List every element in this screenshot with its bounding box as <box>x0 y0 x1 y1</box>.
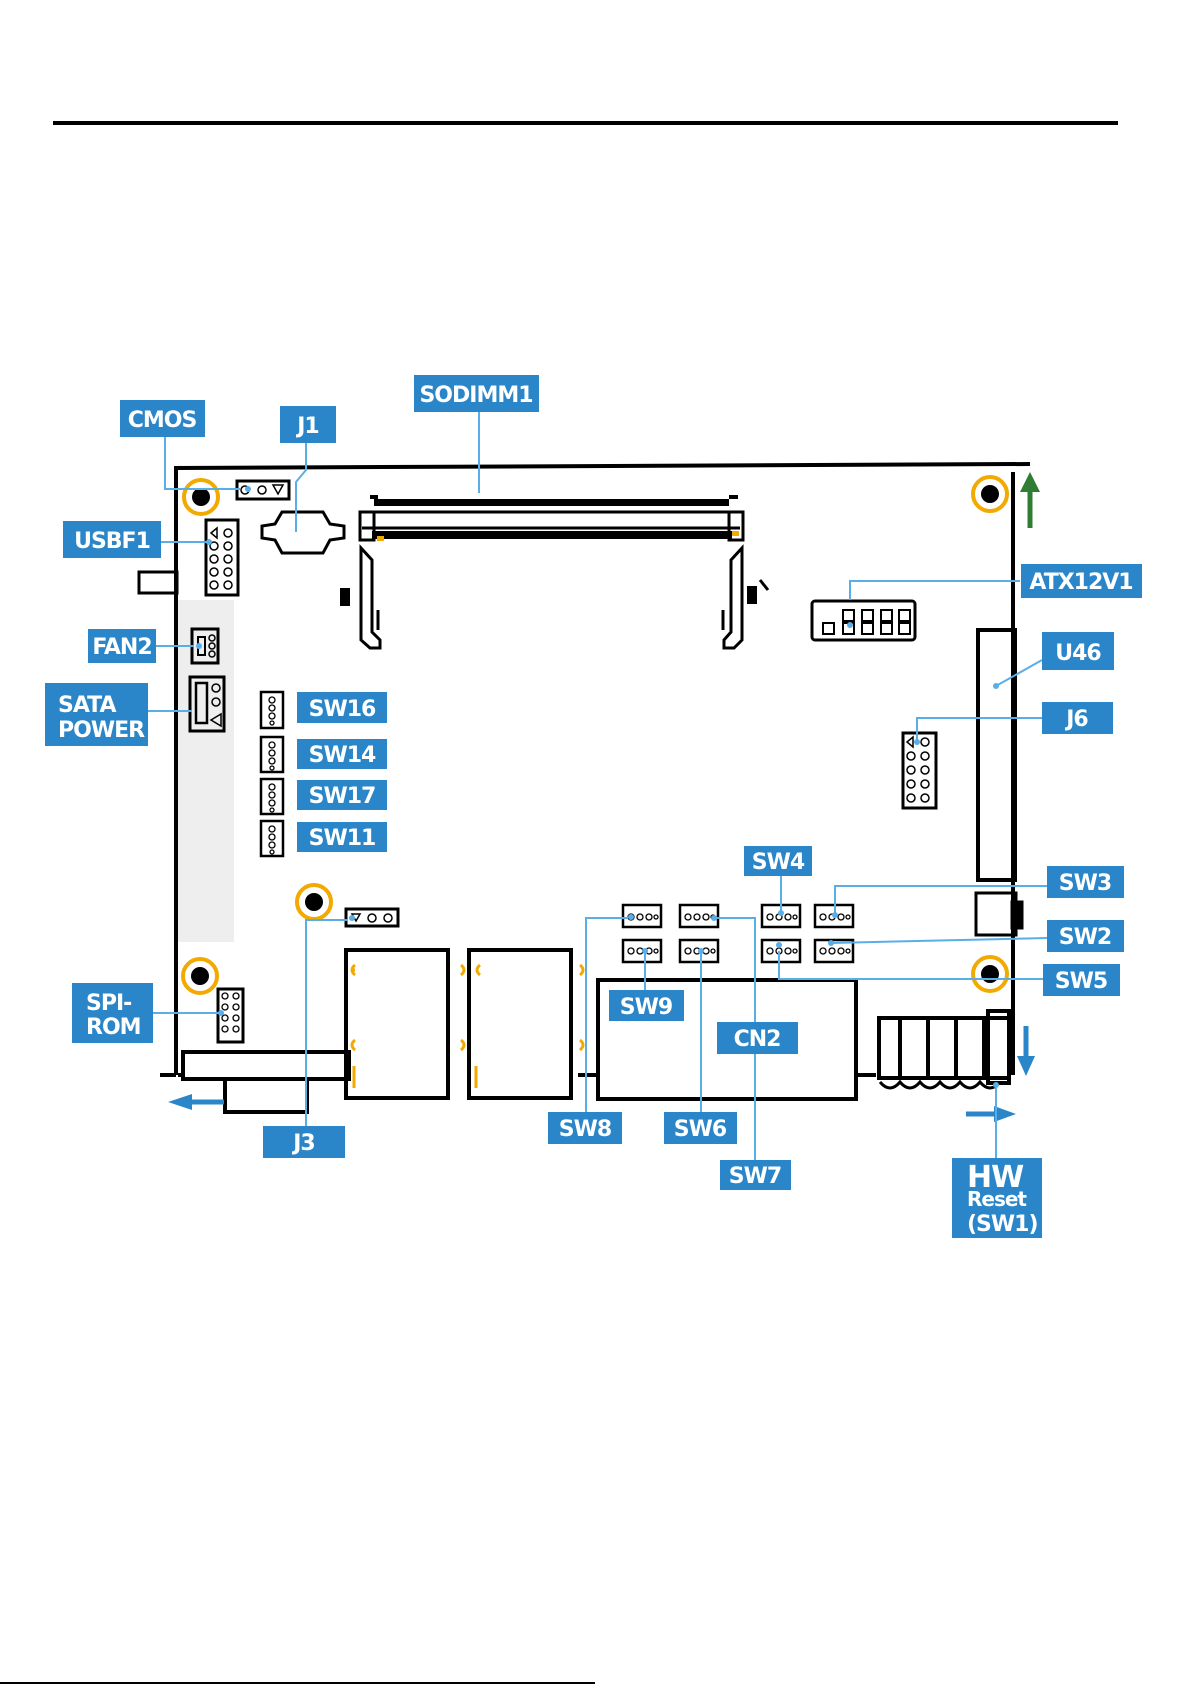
usbf1-header <box>206 520 238 595</box>
cmos-label: CMOS <box>120 400 205 437</box>
left-stub <box>139 572 177 593</box>
svg-text:SW8: SW8 <box>559 1117 611 1142</box>
svg-text:SW16: SW16 <box>309 697 376 722</box>
sw9-label: SW9 <box>609 990 684 1021</box>
j6-label: J6 <box>1042 702 1113 734</box>
audio-jacks <box>879 1011 1009 1088</box>
svg-text:POWER: POWER <box>58 718 145 743</box>
svg-text:SW11: SW11 <box>309 826 376 851</box>
green-up-arrow-icon <box>1020 472 1040 528</box>
lan-port <box>346 950 448 1098</box>
svg-text:J6: J6 <box>1064 707 1088 732</box>
sw7-label: SW7 <box>720 1160 791 1190</box>
side-connector <box>976 893 1022 935</box>
usbf1-label: USBF1 <box>63 521 161 558</box>
spi-rom-label: SPI- ROM <box>72 983 153 1043</box>
sw3-label: SW3 <box>1047 866 1124 898</box>
svg-text:SPI-: SPI- <box>86 991 131 1016</box>
sw14-label: SW14 <box>297 739 387 769</box>
u46-label: U46 <box>1042 632 1114 670</box>
svg-text:SW14: SW14 <box>309 743 376 768</box>
u46-slot <box>978 630 1015 880</box>
svg-text:FAN2: FAN2 <box>92 635 151 660</box>
svg-text:SW17: SW17 <box>309 784 376 809</box>
sw4-label: SW4 <box>744 846 812 876</box>
svg-text:ATX12V1: ATX12V1 <box>1029 570 1132 595</box>
svg-text:SW7: SW7 <box>729 1164 781 1189</box>
atx12v1-connector <box>812 601 915 640</box>
sodimm-slot <box>340 499 768 648</box>
j1-connector <box>262 512 344 553</box>
j1-label: J1 <box>280 406 336 443</box>
svg-text:U46: U46 <box>1055 641 1101 666</box>
mounting-hole <box>184 480 218 514</box>
hw-reset-label: HW Reset (SW1) <box>952 1158 1042 1238</box>
svg-text:SATA: SATA <box>58 693 116 718</box>
svg-text:SW4: SW4 <box>752 850 805 875</box>
switch-block <box>261 821 283 856</box>
svg-text:SW5: SW5 <box>1055 969 1107 994</box>
svg-text:SW9: SW9 <box>620 995 672 1020</box>
sata-power-label: SATA POWER <box>45 683 148 746</box>
sw2-label: SW2 <box>1047 920 1124 952</box>
mounting-hole <box>973 477 1007 511</box>
svg-text:CN2: CN2 <box>734 1027 781 1052</box>
svg-text:J3: J3 <box>291 1131 315 1156</box>
sodimm1-label: SODIMM1 <box>414 375 539 412</box>
blue-down-arrow-icon <box>1017 1026 1035 1076</box>
svg-text:J1: J1 <box>295 414 319 439</box>
svg-text:(SW1): (SW1) <box>967 1212 1038 1237</box>
svg-text:SW3: SW3 <box>1059 871 1111 896</box>
svg-text:SW6: SW6 <box>674 1117 727 1142</box>
j6-header <box>903 733 936 808</box>
sw8-label: SW8 <box>548 1112 622 1144</box>
sw16-label: SW16 <box>297 692 387 723</box>
switch-block <box>261 737 283 772</box>
mounting-hole <box>973 957 1007 991</box>
lan-port <box>461 950 583 1098</box>
cn2-label: CN2 <box>717 1022 798 1054</box>
cmos-header <box>237 481 289 499</box>
j3-label: J3 <box>263 1126 345 1158</box>
blue-right-arrow-icon <box>966 1106 1016 1122</box>
mounting-hole <box>297 885 331 919</box>
svg-text:CMOS: CMOS <box>128 408 197 433</box>
svg-text:Reset: Reset <box>967 1187 1027 1211</box>
sw11-label: SW11 <box>297 822 387 852</box>
mounting-hole <box>183 959 217 993</box>
sw6-label: SW6 <box>664 1112 737 1144</box>
fan2-label: FAN2 <box>88 629 156 663</box>
svg-text:SW2: SW2 <box>1059 925 1111 950</box>
svg-text:USBF1: USBF1 <box>74 529 150 554</box>
atx12v1-label: ATX12V1 <box>1021 564 1142 598</box>
blue-left-arrow-icon <box>168 1094 224 1110</box>
switch-block <box>261 779 283 814</box>
switch-block <box>261 692 283 728</box>
svg-text:SODIMM1: SODIMM1 <box>419 383 532 408</box>
sw5-label: SW5 <box>1043 964 1120 996</box>
sw17-label: SW17 <box>297 780 387 810</box>
svg-text:ROM: ROM <box>86 1015 141 1040</box>
